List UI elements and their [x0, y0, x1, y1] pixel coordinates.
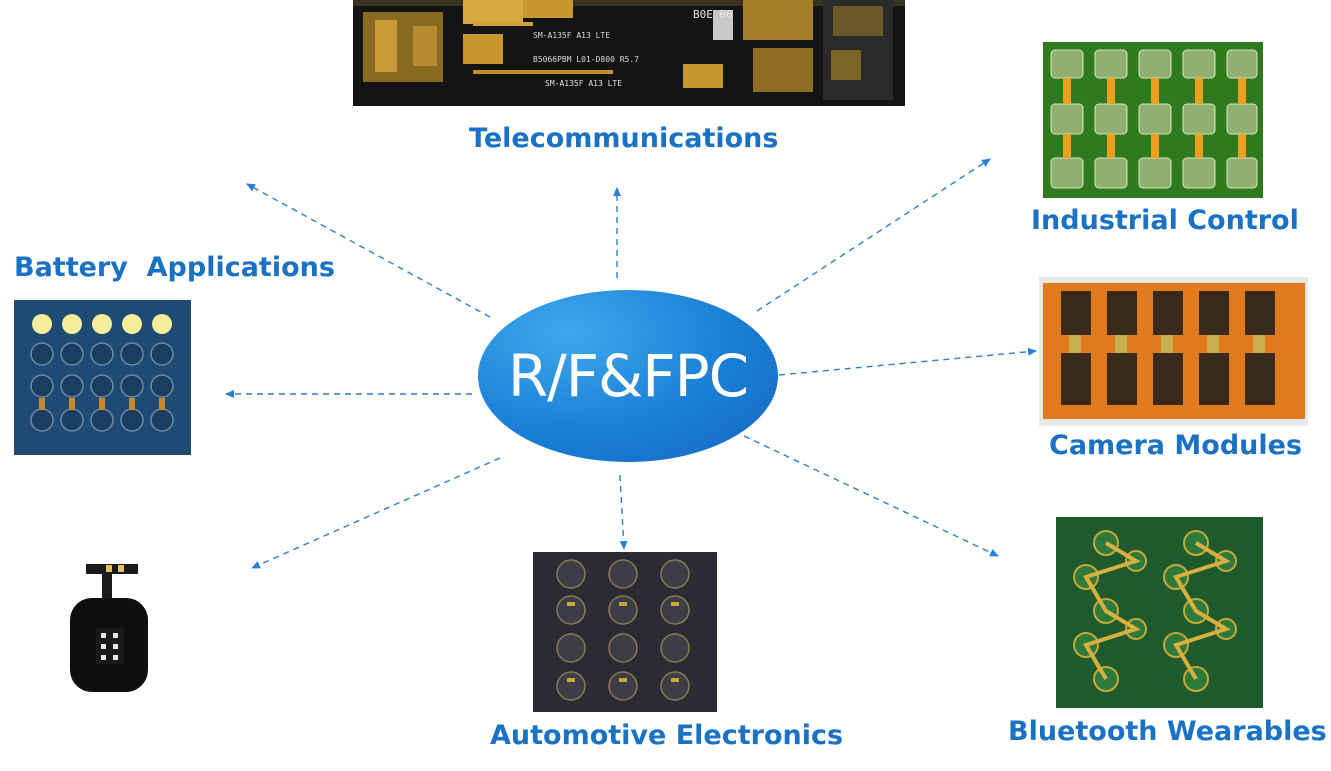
label-industrial-control: Industrial Control	[1031, 205, 1299, 236]
automotive-board-image	[533, 552, 717, 712]
arrow-automotive	[619, 474, 628, 550]
arrow-camera	[778, 347, 1037, 376]
wireless-coil-image	[66, 562, 152, 694]
arrow-lower-left	[251, 457, 501, 569]
telecom-board-text-3: SM-A135F A13 LTE	[545, 79, 622, 88]
label-automotive-electronics: Automotive Electronics	[490, 720, 844, 751]
arrow-industrial	[756, 158, 991, 312]
label-telecommunications: Telecommunications	[469, 123, 779, 154]
telecom-board-text-4: B0E B6	[693, 8, 733, 21]
industrial-board-image	[1043, 42, 1263, 198]
telecom-board-image: SM-A135F A13 LTE B5066PBM L01-D800 R5.7 …	[353, 0, 905, 106]
arrow-battery	[246, 183, 491, 318]
telecom-board-text-1: SM-A135F A13 LTE	[533, 31, 610, 40]
label-bluetooth-wearables: Bluetooth Wearables	[1008, 716, 1327, 747]
hub-ellipse: R/F&FPC	[478, 290, 778, 462]
bluetooth-board-image	[1056, 517, 1263, 708]
label-battery-applications: Battery Applications	[14, 252, 335, 283]
camera-board-image	[1039, 277, 1308, 426]
hub-label: R/F&FPC	[507, 342, 749, 410]
label-camera-modules: Camera Modules	[1049, 430, 1303, 461]
telecom-board-text-2: B5066PBM L01-D800 R5.7	[533, 55, 639, 64]
battery-board-image	[14, 300, 191, 455]
arrow-bluetooth	[743, 435, 999, 557]
